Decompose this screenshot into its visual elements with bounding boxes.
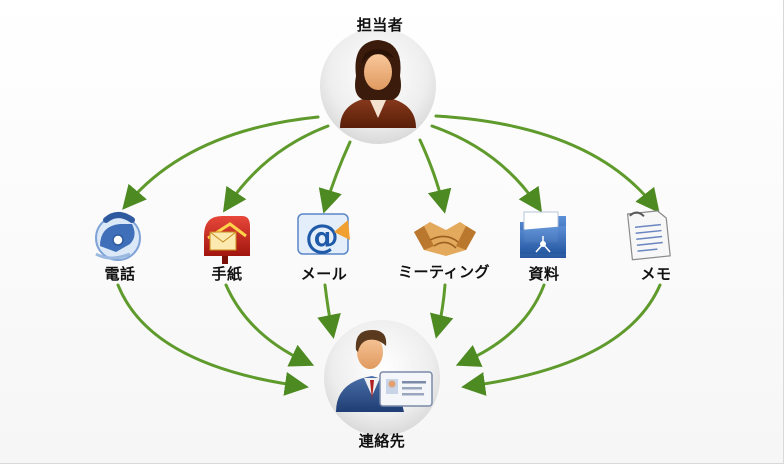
docs-label: 資料 xyxy=(528,265,560,283)
channel-to-contact-arrows xyxy=(116,283,662,396)
meeting-label: ミーティング xyxy=(397,263,491,281)
mail-label: メール xyxy=(300,265,348,283)
memo-icon xyxy=(626,210,671,261)
arrow-owner-memo xyxy=(434,114,660,214)
email-icon: @ xyxy=(297,213,350,257)
svg-text:@: @ xyxy=(305,217,339,257)
businessman-card-icon xyxy=(336,330,433,412)
arrow-owner-meeting xyxy=(418,138,452,214)
handshake-icon xyxy=(414,222,476,256)
arrow-docs-contact xyxy=(455,283,546,367)
folder-icon xyxy=(520,211,566,258)
owner-node xyxy=(320,28,436,144)
mailbox-icon xyxy=(204,216,250,264)
arrow-phone-contact xyxy=(116,283,309,396)
phone-icon xyxy=(95,212,141,261)
owner-label: 担当者 xyxy=(356,16,404,34)
memo-label: メモ xyxy=(640,265,672,283)
businesswoman-icon xyxy=(340,40,416,128)
contact-label: 連絡先 xyxy=(358,432,406,450)
arrow-memo-contact xyxy=(461,283,662,396)
arrow-meeting-contact xyxy=(429,283,454,339)
contact-node xyxy=(324,320,440,436)
arrow-letter-contact xyxy=(224,283,315,367)
phone-label: 電話 xyxy=(104,265,136,283)
arrow-owner-mail xyxy=(318,140,352,214)
arrow-owner-phone xyxy=(122,115,320,210)
arrow-mail-contact xyxy=(317,283,341,339)
arrow-owner-letter xyxy=(222,124,330,213)
arrow-owner-docs xyxy=(430,124,543,213)
owner-to-channel-arrows xyxy=(122,114,660,214)
letter-label: 手紙 xyxy=(211,265,243,283)
